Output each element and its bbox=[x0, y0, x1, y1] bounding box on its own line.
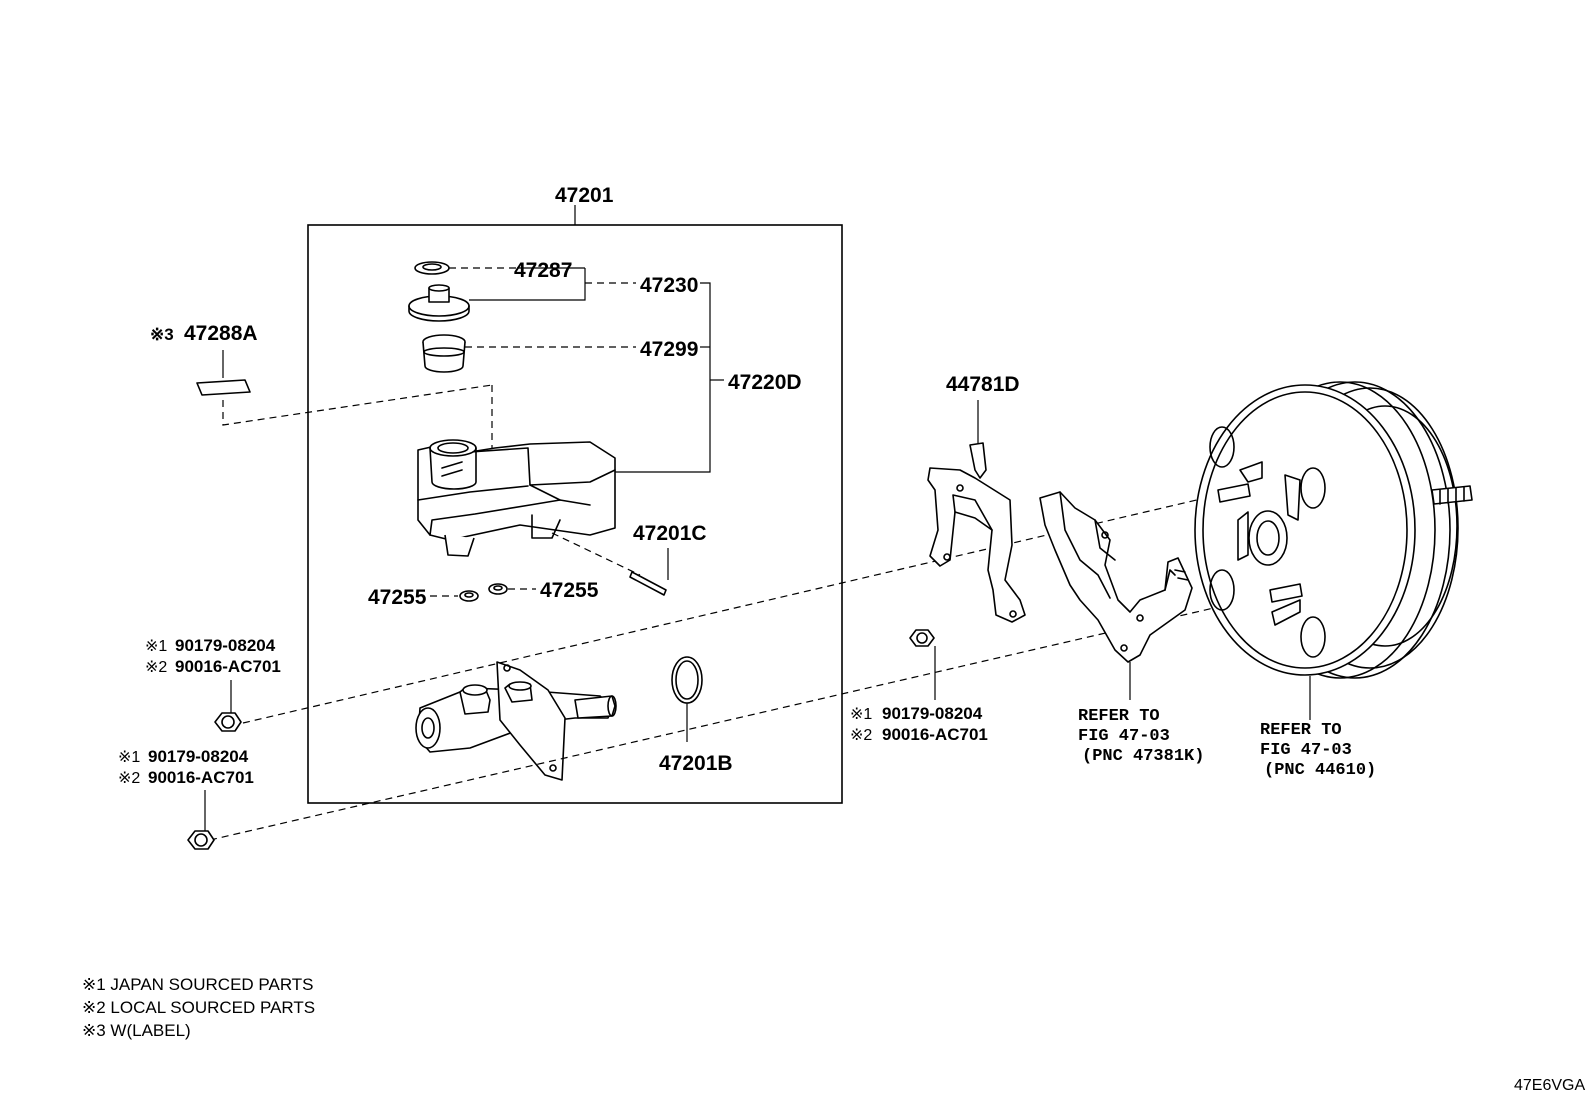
nut-left-lower[interactable] bbox=[187, 830, 215, 850]
label-47255-left[interactable]: 47255 bbox=[368, 586, 427, 609]
label-47287[interactable]: 47287 bbox=[514, 259, 572, 282]
strainer-47299[interactable] bbox=[422, 334, 466, 373]
bracket-44781D[interactable] bbox=[927, 442, 1026, 623]
label-47201C[interactable]: 47201C bbox=[633, 522, 707, 545]
refer-booster-line1[interactable]: REFER TO bbox=[1260, 721, 1342, 740]
pin-47201C[interactable] bbox=[629, 571, 667, 596]
label-47288A-mark: ※3 bbox=[150, 325, 174, 344]
nut-right-line2[interactable]: 90016-AC701 bbox=[882, 725, 988, 744]
legend-note-1: ※1 JAPAN SOURCED PARTS bbox=[82, 975, 314, 994]
nut-left-lower-line2[interactable]: 90016-AC701 bbox=[148, 768, 254, 787]
nut-left-lower-line2-mark: ※2 bbox=[118, 770, 140, 787]
label-47201[interactable]: 47201 bbox=[555, 184, 614, 207]
nut-left-upper-line2-mark: ※2 bbox=[145, 659, 167, 676]
master-cylinder-body[interactable] bbox=[415, 661, 617, 781]
legend-note-2: ※2 LOCAL SOURCED PARTS bbox=[82, 998, 315, 1017]
label-47255-right[interactable]: 47255 bbox=[540, 579, 599, 602]
nut-left-upper-line1-mark: ※1 bbox=[145, 638, 167, 655]
diagram-code: 47E6VGA bbox=[1514, 1077, 1585, 1094]
label-47288A[interactable]: 47288A bbox=[184, 322, 258, 345]
refer-booster-line3[interactable]: (PNC 44610) bbox=[1264, 761, 1376, 780]
reservoir-tank-47220D[interactable] bbox=[417, 439, 616, 557]
bracket-47381K[interactable] bbox=[1039, 491, 1193, 663]
nut-right-line1[interactable]: 90179-08204 bbox=[882, 704, 983, 723]
guide-47288A bbox=[222, 384, 493, 426]
refer-bracket-line3[interactable]: (PNC 47381K) bbox=[1082, 747, 1204, 766]
label-47230[interactable]: 47230 bbox=[640, 274, 698, 297]
label-sticker-47288A[interactable] bbox=[196, 379, 251, 396]
leader-47230-bracket bbox=[469, 268, 586, 301]
refer-bracket-line1[interactable]: REFER TO bbox=[1078, 707, 1160, 726]
nut-left-upper-line2[interactable]: 90016-AC701 bbox=[175, 657, 281, 676]
nut-left-lower-line1-mark: ※1 bbox=[118, 749, 140, 766]
cap-47230[interactable] bbox=[408, 284, 470, 322]
nut-right-line1-mark: ※1 bbox=[850, 706, 872, 723]
label-44781D[interactable]: 44781D bbox=[946, 373, 1020, 396]
nut-left-upper-line1[interactable]: 90179-08204 bbox=[175, 636, 276, 655]
label-47299[interactable]: 47299 bbox=[640, 338, 698, 361]
nut-right[interactable] bbox=[909, 629, 935, 647]
grommet-47255-right[interactable] bbox=[488, 583, 508, 595]
refer-booster-line2[interactable]: FIG 47-03 bbox=[1260, 741, 1352, 760]
label-47220D[interactable]: 47220D bbox=[728, 371, 802, 394]
leader-47220D-bracket bbox=[615, 282, 711, 473]
nut-left-lower-line1[interactable]: 90179-08204 bbox=[148, 747, 249, 766]
guide-stud-lower bbox=[209, 594, 1271, 841]
legend-note-3: ※3 W(LABEL) bbox=[82, 1021, 191, 1040]
label-47201B[interactable]: 47201B bbox=[659, 752, 733, 775]
clip-47287[interactable] bbox=[414, 261, 450, 275]
o-ring-47201B[interactable] bbox=[671, 656, 703, 704]
grommet-47255-left[interactable] bbox=[459, 590, 479, 602]
refer-bracket-line2[interactable]: FIG 47-03 bbox=[1078, 727, 1170, 746]
nut-left-upper[interactable] bbox=[214, 712, 242, 732]
nut-right-line2-mark: ※2 bbox=[850, 727, 872, 744]
brake-booster-44610[interactable] bbox=[1194, 381, 1473, 679]
guide-47201C bbox=[551, 532, 641, 576]
